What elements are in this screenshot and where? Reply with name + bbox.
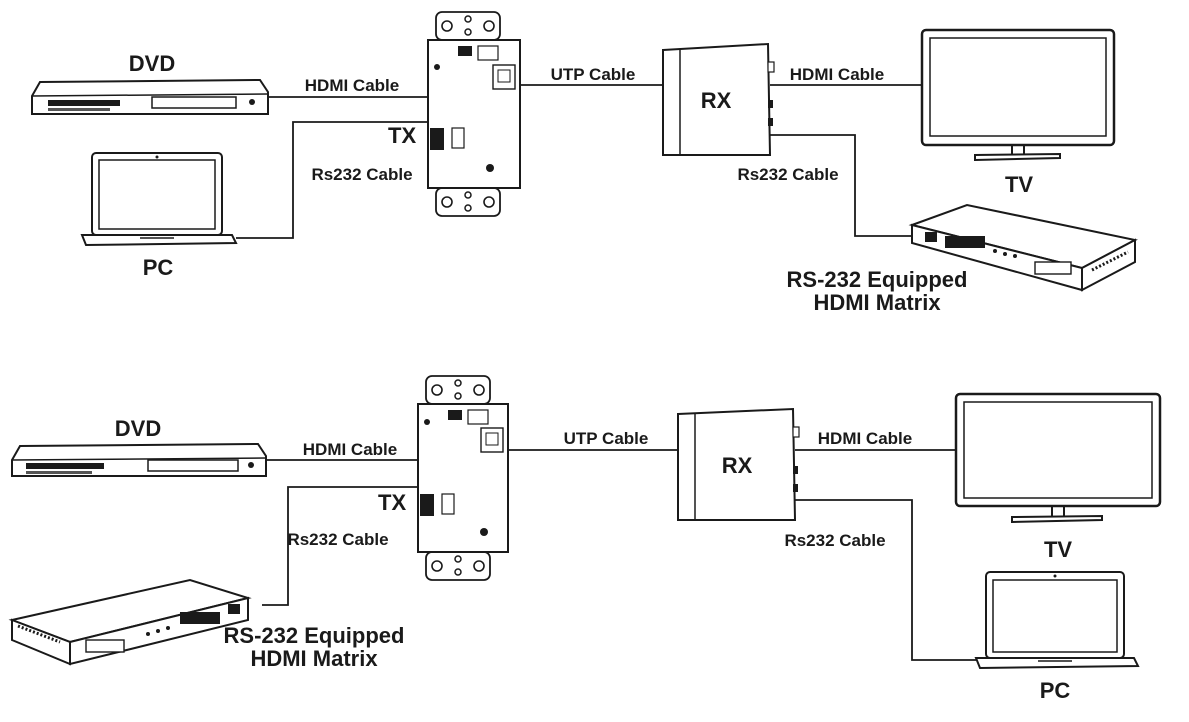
bottom-rs232-left-label: Rs232 Cable — [287, 530, 388, 549]
top-hdmi-left-label: HDMI Cable — [305, 76, 399, 95]
top-rs232-cable-left — [236, 121, 428, 239]
top-pc-label: PC — [143, 255, 174, 280]
diagram-bottom: DVD RS-232 Equipped HDMI Matrix — [8, 375, 1162, 703]
bottom-rs232-right-label: Rs232 Cable — [784, 531, 885, 550]
bottom-rs232-cable-left — [262, 486, 418, 606]
bottom-utp-label: UTP Cable — [564, 429, 649, 448]
top-pc-laptop — [80, 152, 238, 247]
bottom-dvd-label: DVD — [115, 416, 161, 441]
top-tx-wallplate — [427, 11, 521, 217]
bottom-rx-label: RX — [722, 453, 753, 478]
top-tv — [920, 28, 1116, 162]
top-tv-label: TV — [1005, 172, 1033, 197]
bottom-hdmi-left-label: HDMI Cable — [303, 440, 397, 459]
top-matrix-label-line2: HDMI Matrix — [813, 290, 941, 315]
bottom-matrix-label-line1: RS-232 Equipped — [224, 623, 405, 648]
top-rs232-cable-right — [770, 134, 912, 237]
top-wires — [236, 84, 922, 239]
top-matrix-label-line1: RS-232 Equipped — [787, 267, 968, 292]
top-rs232-right-label: Rs232 Cable — [737, 165, 838, 184]
bottom-matrix-label-line2: HDMI Matrix — [250, 646, 378, 671]
bottom-hdmi-matrix — [8, 578, 252, 666]
top-dvd-player — [31, 78, 269, 115]
bottom-rs232-cable-right — [795, 499, 978, 661]
bottom-pc-label: PC — [1040, 678, 1071, 703]
bottom-pc-laptop — [974, 571, 1140, 670]
top-hdmi-matrix — [908, 203, 1138, 292]
bottom-tx-label: TX — [378, 490, 406, 515]
top-rx-box — [662, 42, 775, 156]
top-utp-label: UTP Cable — [551, 65, 636, 84]
bottom-dvd-player — [11, 442, 267, 477]
bottom-hdmi-right-label: HDMI Cable — [818, 429, 912, 448]
bottom-tv — [954, 392, 1162, 524]
top-tx-label: TX — [388, 123, 416, 148]
top-dvd-label: DVD — [129, 51, 175, 76]
bottom-tx-wallplate — [417, 375, 509, 581]
top-rx-label: RX — [701, 88, 732, 113]
diagram-top: DVD PC — [31, 11, 1138, 315]
bottom-rx-box — [677, 407, 800, 521]
top-rs232-left-label: Rs232 Cable — [311, 165, 412, 184]
bottom-tv-label: TV — [1044, 537, 1072, 562]
bottom-wires — [262, 449, 978, 661]
top-hdmi-right-label: HDMI Cable — [790, 65, 884, 84]
